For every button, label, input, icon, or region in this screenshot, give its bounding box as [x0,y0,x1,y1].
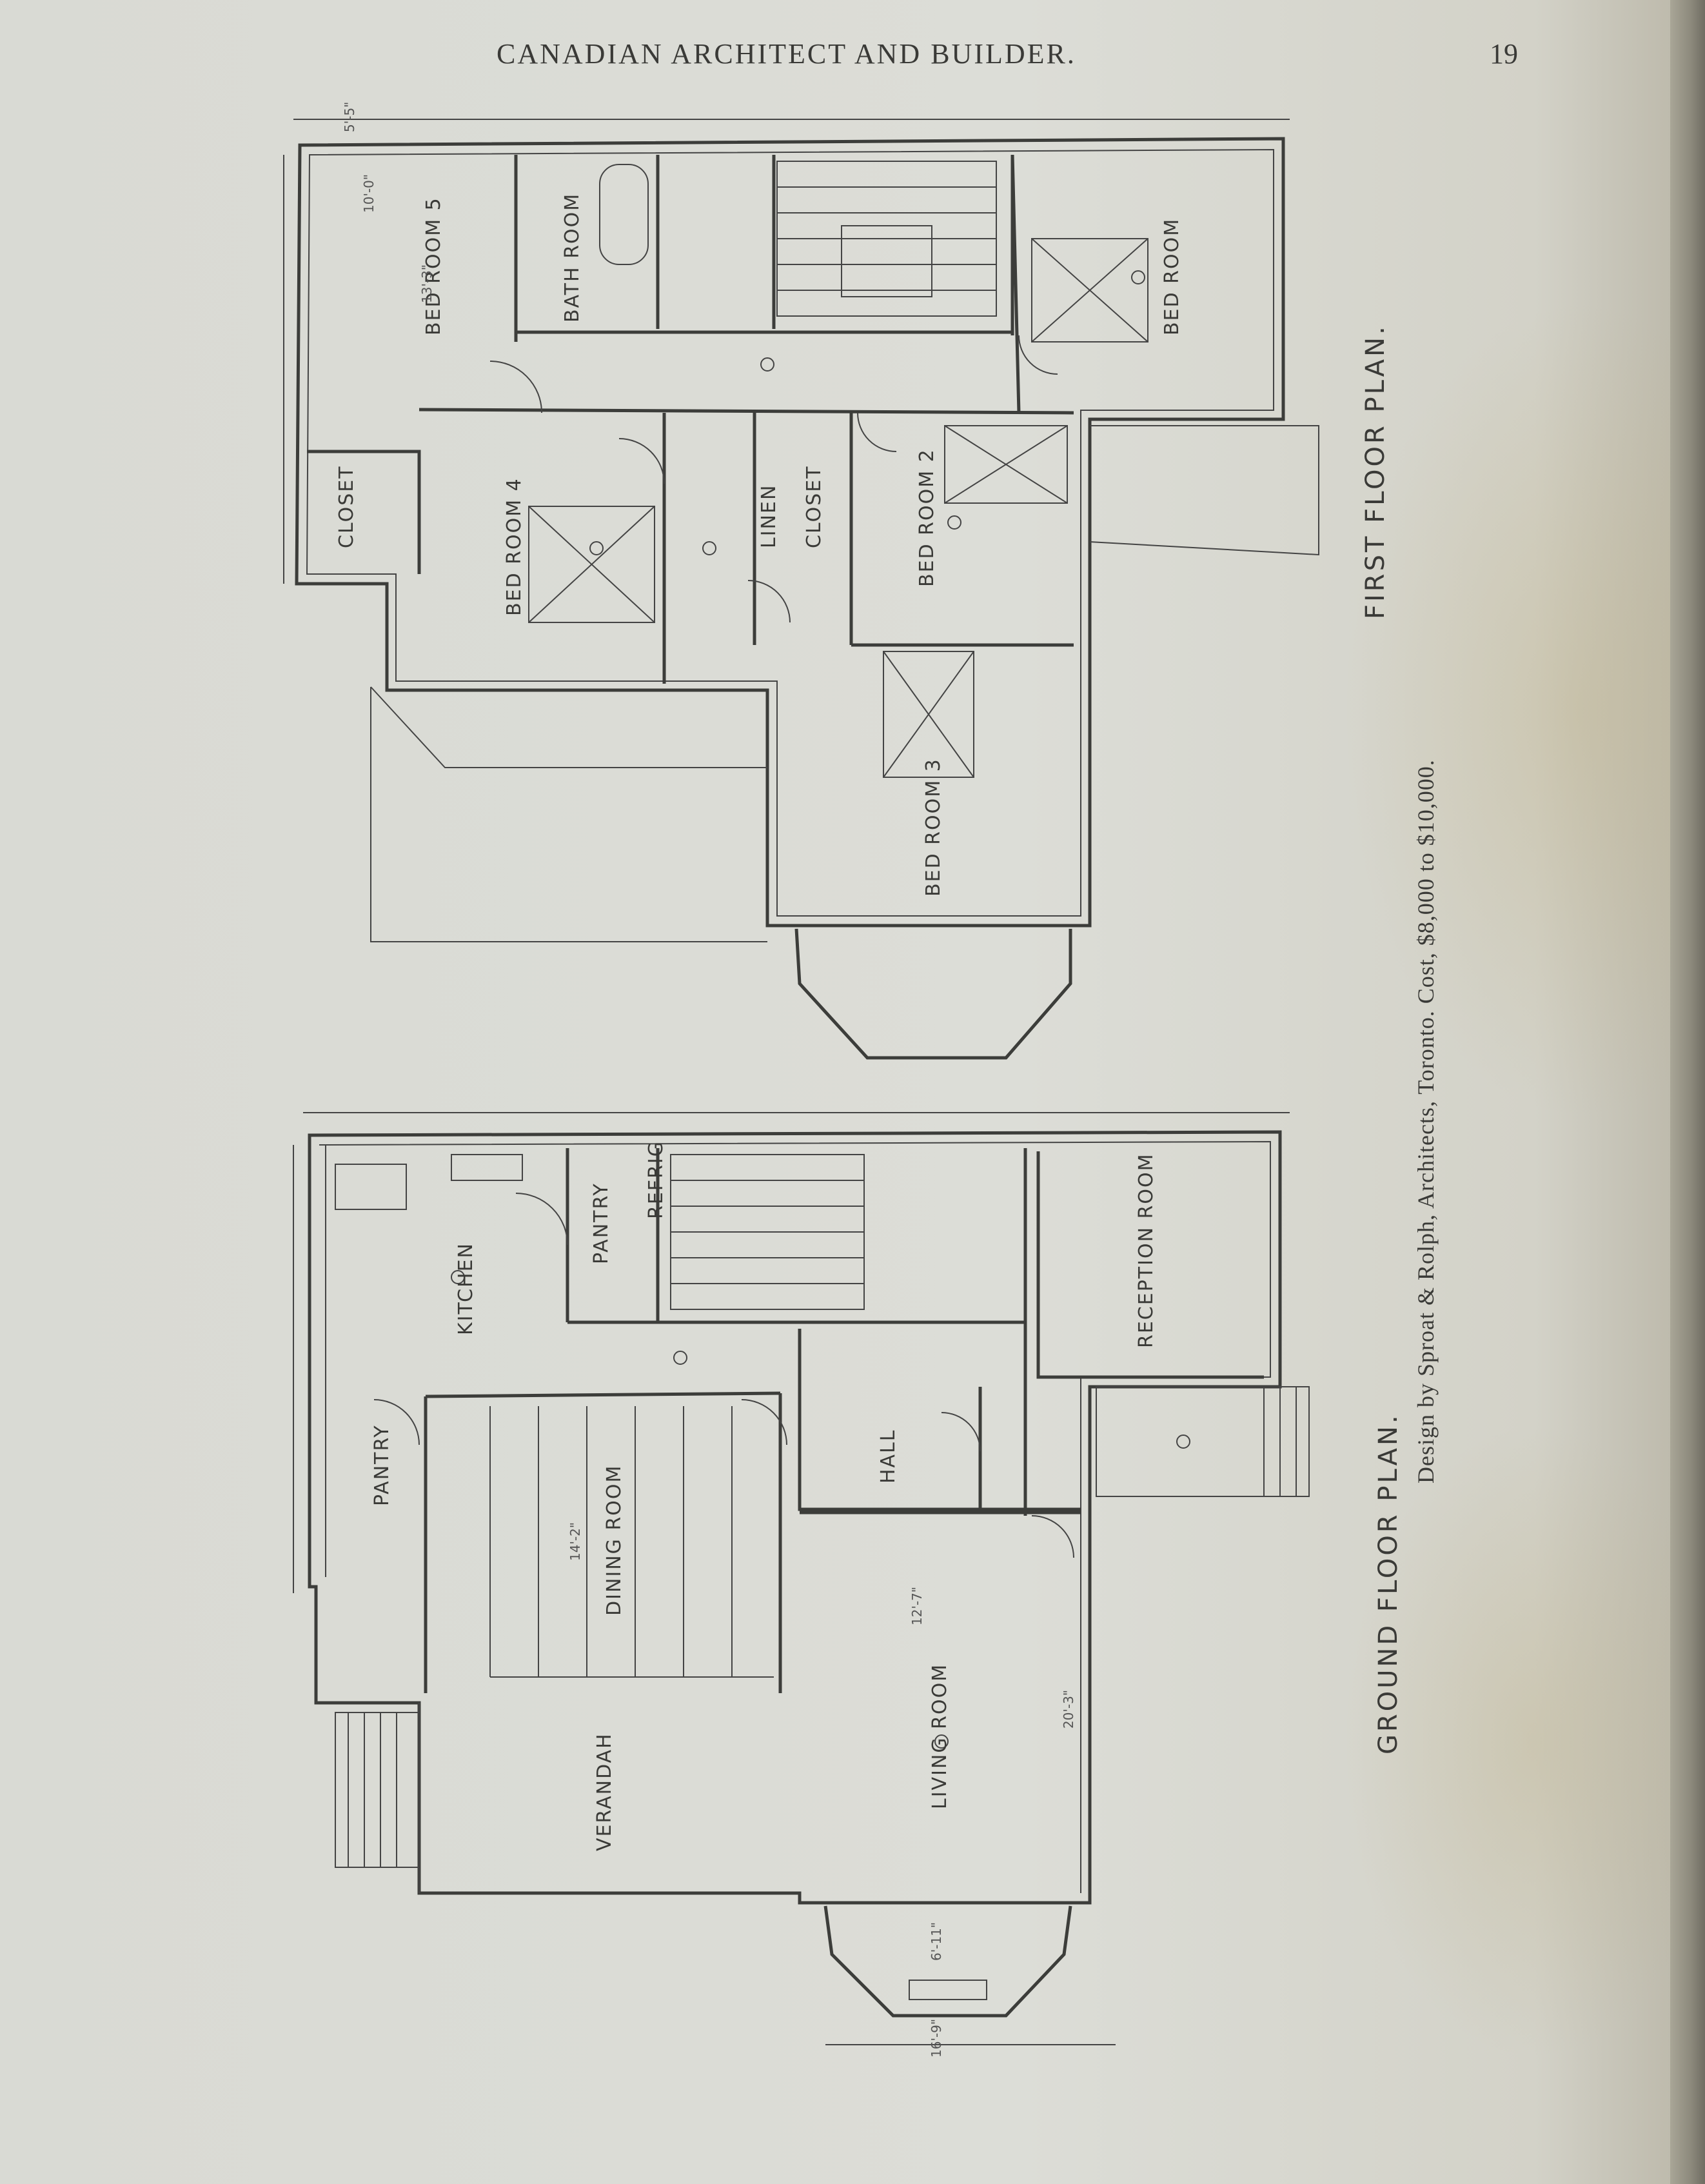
label-bed-room-4: BED ROOM 4 [503,477,526,616]
label-bed-room-2: BED ROOM 2 [916,448,938,587]
dimension-label: 10'-0" [361,174,377,213]
first-floor-stair [776,161,997,317]
label-closet-b: CLOSET [803,465,825,548]
verandah-outline [335,1703,420,1893]
first-floor-outer-wall [295,137,1285,928]
first-floor-roof-outline [370,686,767,942]
label-living-room: LIVING ROOM [929,1663,951,1809]
label-bed-room-main: BED ROOM [1161,217,1183,335]
first-floor-plan [283,119,1319,1060]
first-floor-bay [794,928,1072,1060]
ground-floor-bay [823,1905,1072,2018]
entrance-steps [1096,1386,1310,1497]
dimension-label: 13'-3" [419,264,435,303]
label-dining-room: DINING ROOM [603,1464,626,1616]
dining-room-beams [489,1406,774,1678]
dimension-label: 12'-7" [909,1586,925,1625]
label-hall: HALL [877,1429,900,1484]
kitchen-stove [335,1164,407,1210]
design-credit: Design by Sproat & Rolph, Architects, To… [1413,759,1439,1484]
ground-floor-plan [293,270,1310,2045]
dimension-label: 20'-3" [1061,1689,1076,1729]
page-number: 19 [1490,38,1518,70]
first-floor-plan-title: FIRST FLOOR PLAN. [1361,324,1390,619]
bathtub [599,164,649,265]
dimension-label: 16'-9" [929,2018,944,2058]
label-reception-room: RECEPTION ROOM [1135,1153,1158,1348]
bed-room-main-box [1031,238,1148,342]
label-bed-room-3: BED ROOM 3 [922,758,945,897]
dimension-label: 5'-5" [342,101,357,132]
label-pantry-a: PANTRY [590,1182,613,1264]
ceiling-outlets [451,270,1190,1749]
verandah-steps [348,1712,397,1867]
label-refrig: REFRIG [645,1140,667,1219]
dimension-label: 6'-11" [929,1921,944,1961]
label-pantry-b: PANTRY [371,1424,393,1506]
ground-floor-stair [670,1154,865,1310]
label-closet-a: CLOSET [335,465,358,548]
label-bath-room: BATH ROOM [561,192,584,323]
label-kitchen: KITCHEN [455,1242,477,1335]
journal-title: CANADIAN ARCHITECT AND BUILDER. [497,38,1076,70]
bed-room-4-fireplace-box [528,506,655,623]
label-verandah: VERANDAH [593,1732,616,1851]
page-binding-edge [1670,0,1705,2184]
page-header: CANADIAN ARCHITECT AND BUILDER. 19 [0,37,1599,76]
bed-room-3-box [883,651,974,778]
kitchen-sink [451,1154,523,1181]
ground-floor-plan-title: GROUND FLOOR PLAN. [1374,1413,1403,1754]
label-linen: LINEN [758,484,780,548]
dimension-label: 14'-2" [567,1522,583,1561]
bed-room-2-box [944,425,1068,504]
bay-radiator [909,1980,987,2000]
